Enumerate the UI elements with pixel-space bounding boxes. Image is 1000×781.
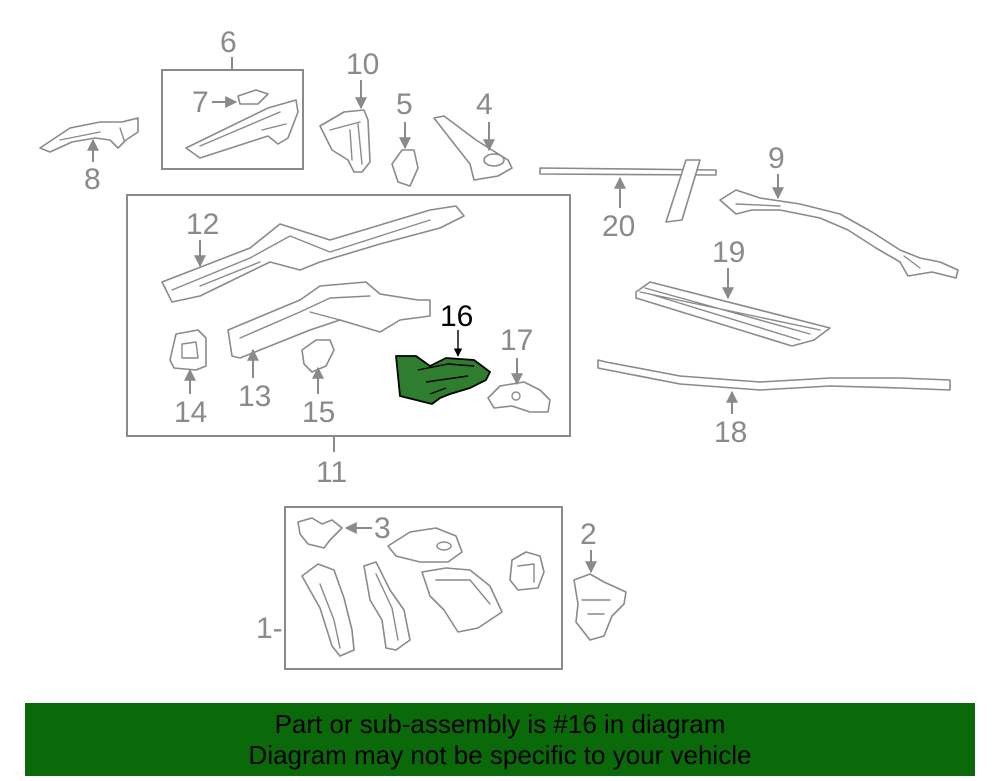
callout-9: 9 bbox=[768, 142, 785, 175]
callout-17: 17 bbox=[500, 324, 533, 357]
callout-8: 8 bbox=[84, 163, 101, 196]
part-1-panel-c[interactable] bbox=[387, 527, 503, 633]
part-1-panel-b[interactable] bbox=[363, 561, 411, 651]
callout-7: 7 bbox=[192, 86, 209, 119]
callout-11: 11 bbox=[316, 456, 347, 489]
part-9[interactable] bbox=[719, 174, 959, 279]
callout-19: 19 bbox=[712, 236, 745, 269]
callout-4: 4 bbox=[476, 88, 493, 121]
part-1-bracket[interactable] bbox=[509, 551, 545, 591]
notice-line-2: Diagram may not be specific to your vehi… bbox=[248, 740, 752, 770]
callout-10: 10 bbox=[346, 48, 379, 81]
callout-1: 1- bbox=[256, 612, 283, 645]
assembly-box-11 bbox=[126, 194, 571, 437]
callout-20: 20 bbox=[602, 210, 635, 243]
part-18[interactable] bbox=[597, 359, 951, 414]
callout-13: 13 bbox=[238, 380, 271, 413]
part-19[interactable] bbox=[635, 268, 831, 347]
notice-line-1: Part or sub-assembly is #16 in diagram bbox=[274, 709, 726, 739]
assembly-box-1 bbox=[284, 506, 563, 670]
callout-14: 14 bbox=[174, 396, 207, 429]
part-10[interactable] bbox=[319, 80, 371, 173]
parts-diagram: 8 6 7 10 5 4 20 9 19 bbox=[39, 26, 959, 670]
callout-12: 12 bbox=[186, 208, 219, 241]
callout-15: 15 bbox=[302, 396, 335, 429]
notice-banner: Part or sub-assembly is #16 in diagram D… bbox=[25, 703, 975, 776]
part-12[interactable] bbox=[161, 205, 465, 303]
callout-3: 3 bbox=[374, 512, 391, 545]
callout-2: 2 bbox=[580, 518, 597, 551]
part-13[interactable] bbox=[227, 281, 431, 378]
part-5[interactable] bbox=[391, 122, 419, 187]
part-2[interactable] bbox=[573, 550, 627, 641]
part-4[interactable] bbox=[433, 115, 513, 181]
part-17[interactable] bbox=[487, 358, 551, 413]
part-20[interactable] bbox=[539, 159, 717, 223]
callout-18: 18 bbox=[714, 416, 747, 449]
part-1-panel-a[interactable] bbox=[301, 563, 355, 657]
part-3[interactable] bbox=[297, 517, 372, 549]
part-16-highlighted[interactable] bbox=[395, 355, 491, 405]
part-15[interactable] bbox=[301, 339, 335, 394]
callout-5: 5 bbox=[396, 88, 413, 121]
callout-6: 6 bbox=[220, 26, 237, 59]
part-14[interactable] bbox=[169, 329, 207, 394]
part-6[interactable] bbox=[185, 89, 299, 159]
part-8[interactable] bbox=[39, 117, 139, 162]
callout-16: 16 bbox=[440, 300, 473, 333]
